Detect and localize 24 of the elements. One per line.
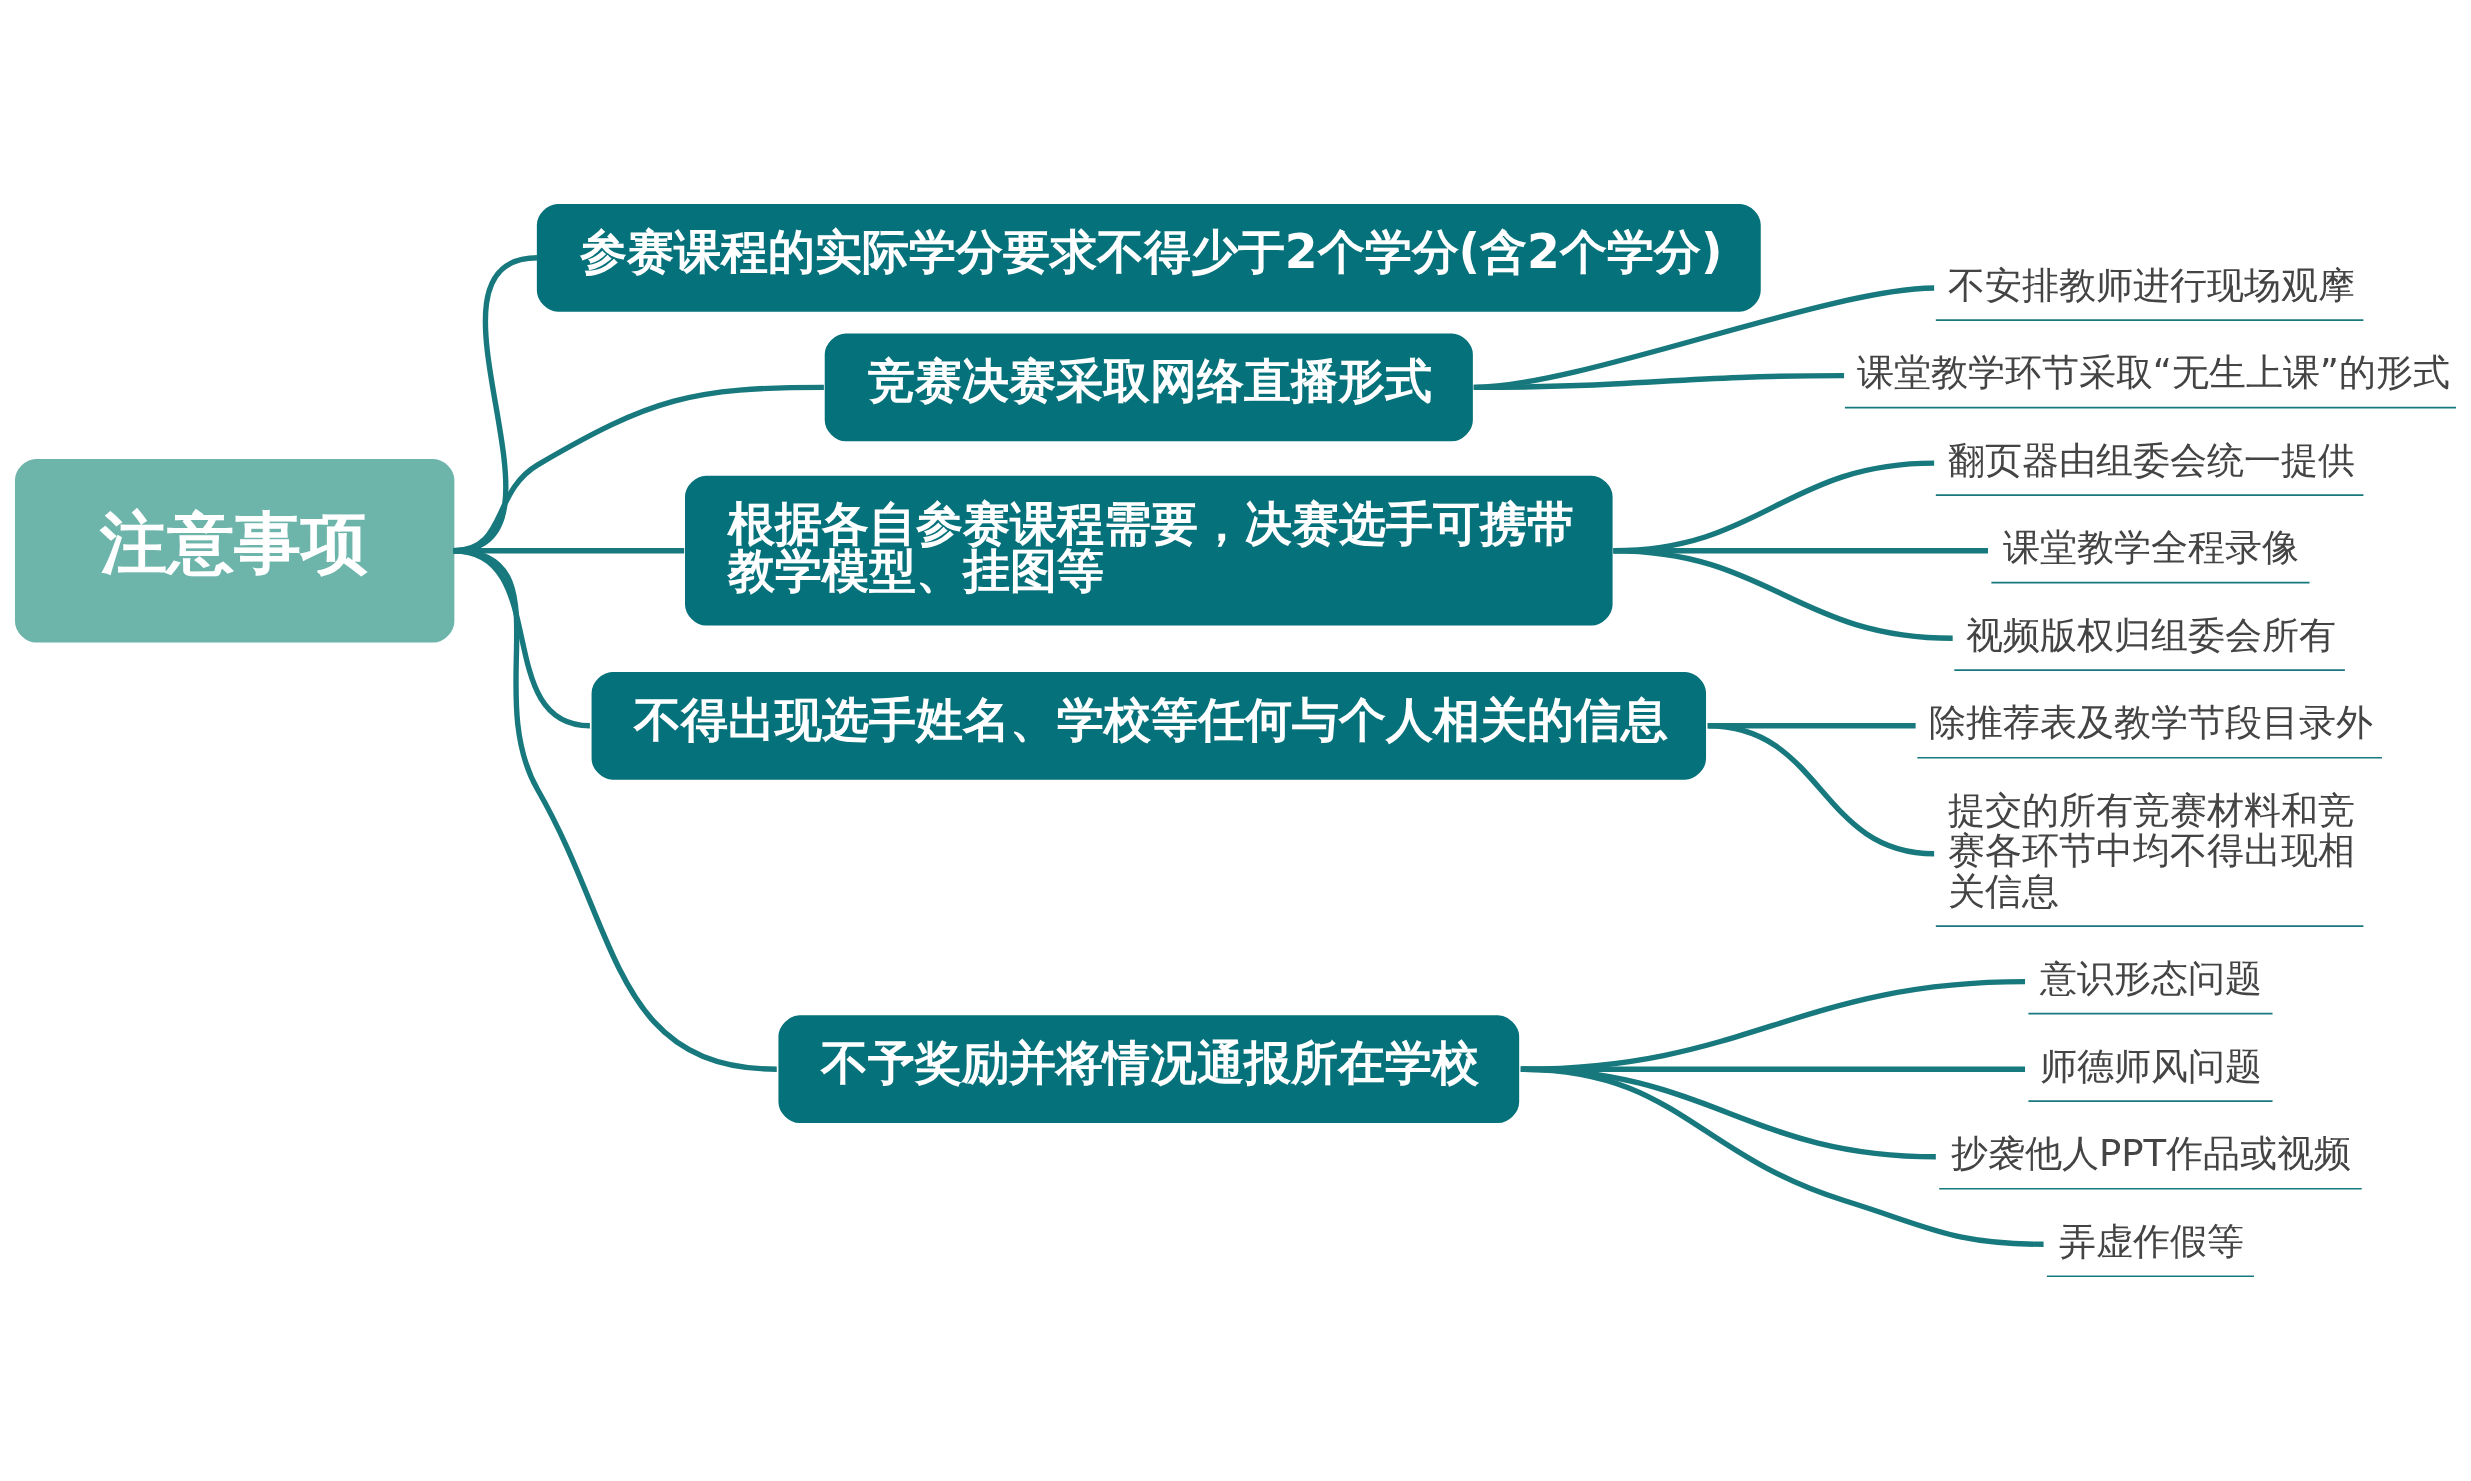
connector — [1520, 1066, 2044, 1247]
node-box: 参赛课程的实际学分要求不得少于2个学分(含2个学分) — [536, 203, 1761, 312]
node-text: 除推荐表及教学节段目录外 — [1929, 701, 2374, 745]
connector — [1520, 978, 2026, 1072]
node-box: 不予奖励并将情况通报所在学校 — [778, 1015, 1520, 1124]
connector — [1707, 723, 1935, 857]
node-box: 竞赛决赛采取网络直播形式 — [824, 333, 1473, 442]
connector — [1473, 285, 1935, 391]
connector — [1613, 548, 1953, 641]
node-text: 师德师风问题 — [2040, 1044, 2263, 1088]
node-text: 弄虚作假等 — [2058, 1219, 2244, 1263]
node-text: 意识形态问题 — [2040, 957, 2263, 1001]
node-text: 提交的所有竞赛材料和竞赛各环节中均不得出现相关信息 — [1947, 788, 2355, 913]
node-text: 翻页器由组委会统一提供 — [1947, 438, 2355, 482]
connector — [1473, 372, 1845, 391]
node-text: 课堂教学全程录像 — [2003, 526, 2300, 570]
connector — [453, 548, 777, 1072]
node-box: 根据各自参赛课程需要，决赛选手可携带教学模型、挂图等 — [685, 475, 1613, 626]
node-text: 课堂教学环节采取“无生上课”的形式 — [1856, 351, 2451, 395]
node-text: 不安排教师进行现场观摩 — [1947, 263, 2355, 307]
node-box: 注意事项 — [15, 458, 455, 643]
node-box: 不得出现选手姓名、学校等任何与个人相关的信息 — [591, 671, 1707, 780]
node-text: 抄袭他人PPT作品或视频 — [1950, 1132, 2352, 1176]
node-text: 视频版权归组委会所有 — [1966, 613, 2337, 657]
